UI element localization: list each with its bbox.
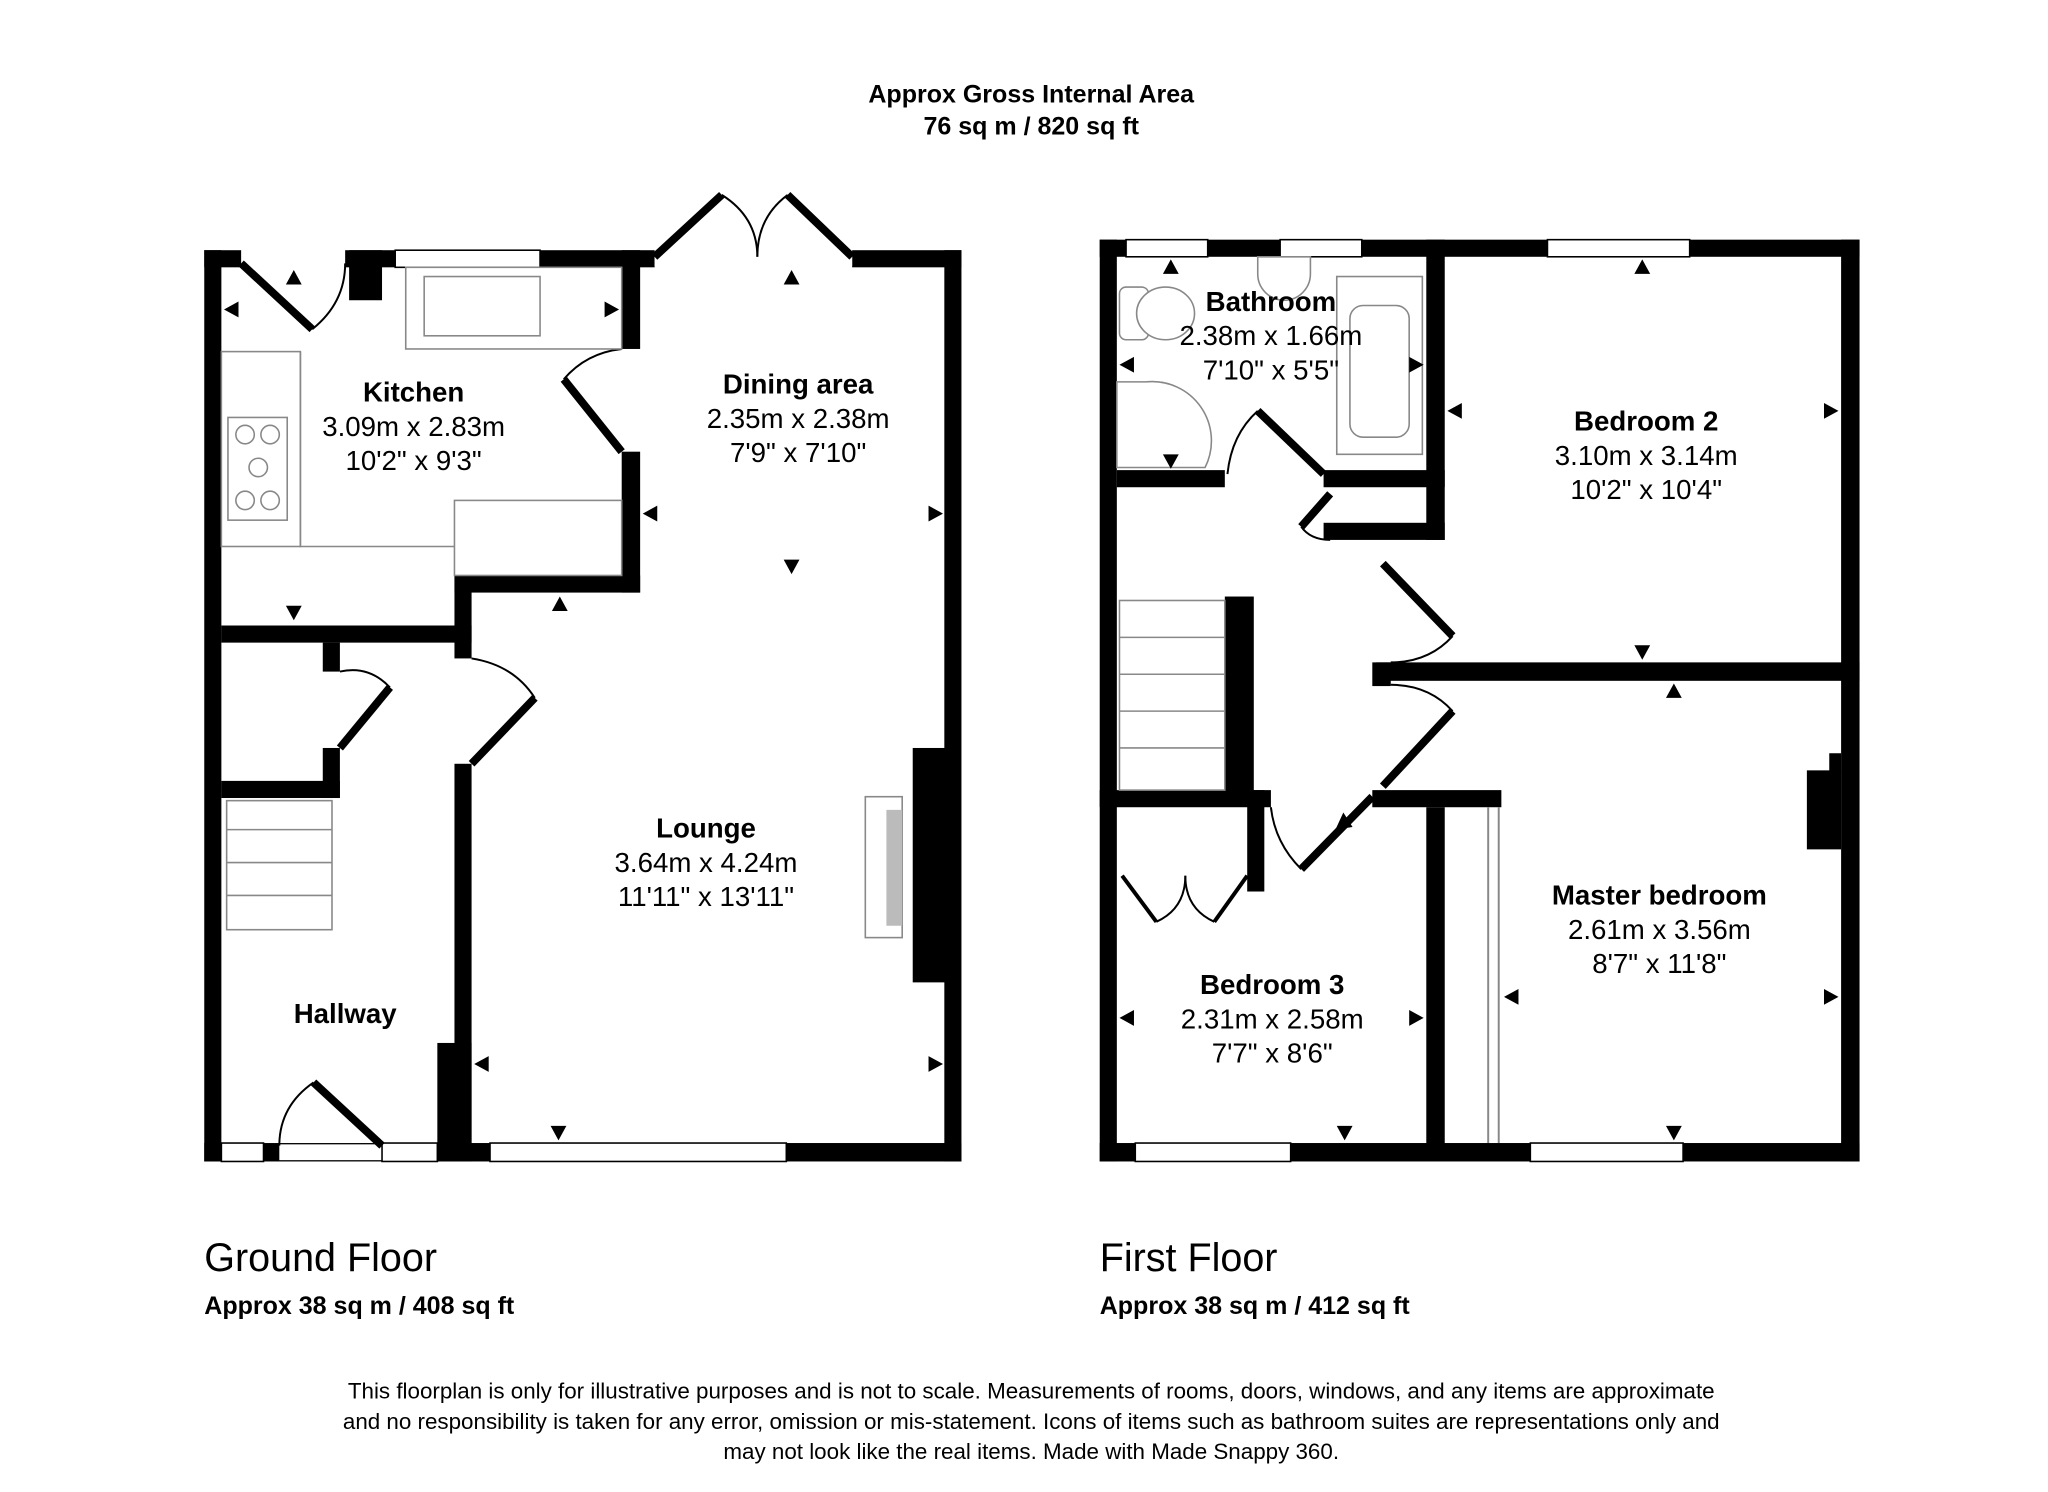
room-name-bedroom-3: Bedroom 3 [1200, 969, 1344, 1000]
room-size-imperial: 11'11" x 13'11" [618, 881, 794, 912]
room-name-dining: Dining area [723, 369, 874, 400]
room-size-metric: 2.35m x 2.38m [707, 403, 890, 434]
room-size-imperial: 7'10" x 5'5" [1203, 354, 1339, 385]
room-name-bedroom-2: Bedroom 2 [1574, 406, 1718, 437]
disclaimer-line: This floorplan is only for illustrative … [348, 1379, 1715, 1404]
ground-floor-area: Approx 38 sq m / 408 sq ft [204, 1292, 515, 1320]
window [1134, 1142, 1292, 1163]
window [489, 1142, 788, 1163]
dimension-arrows [1119, 259, 1839, 1141]
window [1125, 238, 1209, 258]
bathroom-fixtures [1116, 255, 1424, 469]
room-size-metric: 3.09m x 2.83m [322, 411, 505, 442]
disclaimer-line: and no responsibility is taken for any e… [343, 1409, 1720, 1434]
window [394, 249, 541, 269]
ground-floor-title: Ground Floor [204, 1236, 437, 1280]
chimney-breast [912, 747, 946, 983]
room-size-metric: 2.38m x 1.66m [1179, 320, 1362, 351]
room-size-imperial: 7'9" x 7'10" [730, 437, 866, 468]
gross-area-label: Approx Gross Internal Area [868, 81, 1195, 109]
room-name-bathroom: Bathroom [1206, 286, 1337, 317]
room-size-imperial: 10'2" x 10'4" [1570, 474, 1722, 505]
room-size-imperial: 10'2" x 9'3" [346, 445, 482, 476]
room-name-hallway: Hallway [294, 998, 398, 1029]
first-floor-title: First Floor [1100, 1236, 1278, 1280]
first-floor-area: Approx 38 sq m / 412 sq ft [1100, 1292, 1411, 1320]
window [220, 1142, 265, 1163]
room-size-metric: 3.10m x 3.14m [1555, 440, 1738, 471]
first-floor-plan [1099, 238, 1860, 1163]
chimney-breast [1806, 770, 1842, 850]
gross-area-value: 76 sq m / 820 sq ft [923, 112, 1139, 140]
dimension-arrows [224, 269, 944, 1141]
room-size-metric: 2.31m x 2.58m [1181, 1003, 1364, 1034]
window [381, 1142, 439, 1163]
room-size-imperial: 8'7" x 11'8" [1592, 948, 1726, 979]
room-size-metric: 3.64m x 4.24m [615, 847, 798, 878]
stairs [1118, 599, 1226, 791]
room-name-lounge: Lounge [656, 813, 756, 844]
room-size-metric: 2.61m x 3.56m [1568, 914, 1751, 945]
window [1529, 1142, 1684, 1163]
room-size-imperial: 7'7" x 8'6" [1212, 1038, 1333, 1069]
ground-floor-plan [204, 191, 962, 1163]
stairs [225, 799, 333, 931]
room-name-kitchen: Kitchen [363, 377, 464, 408]
room-name-master-bedroom: Master bedroom [1552, 880, 1767, 911]
window [1546, 238, 1691, 258]
window [1279, 238, 1363, 258]
disclaimer-line: may not look like the real items. Made w… [723, 1439, 1339, 1464]
